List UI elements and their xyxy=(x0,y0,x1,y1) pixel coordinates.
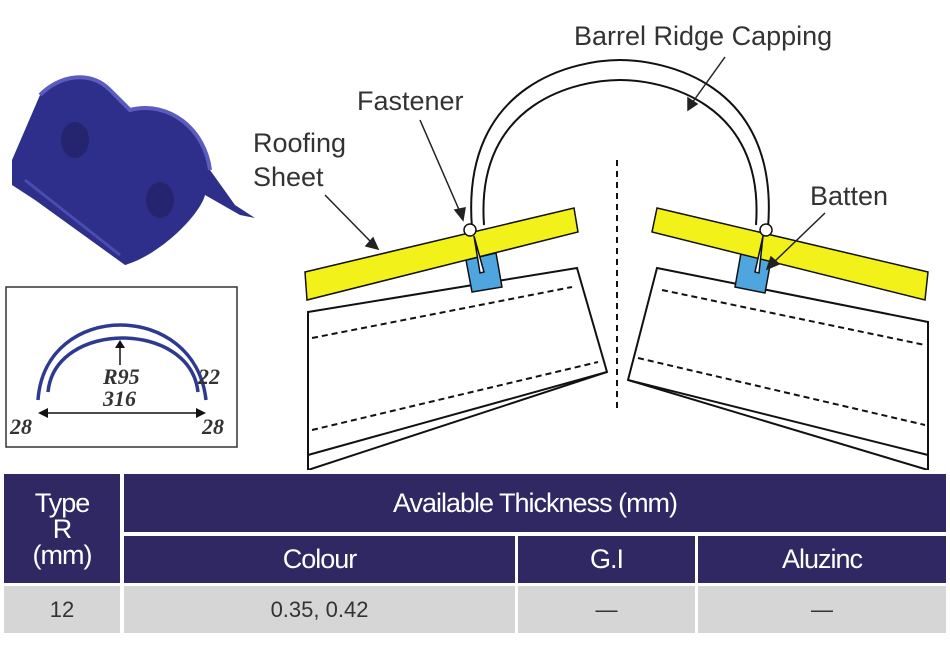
colour-cell: 0.35, 0.42 xyxy=(124,586,515,633)
type-header: Type R (mm) xyxy=(4,474,120,583)
gi-column-header: G.I xyxy=(518,536,695,583)
fastener-label: Fastener xyxy=(357,86,464,116)
type-cell: 12 xyxy=(4,586,120,633)
leader-arrows xyxy=(324,56,826,271)
type-header-line2: R xyxy=(52,513,72,544)
aluzinc-column-header: Aluzinc xyxy=(698,536,946,583)
aluzinc-cell: — xyxy=(698,586,946,633)
width-dimension: 316 xyxy=(102,386,136,411)
barrel-ridge-product-image xyxy=(12,75,255,266)
right-rafter xyxy=(626,266,929,470)
roofing-sheet-label-line2: Sheet xyxy=(253,162,324,192)
type-header-line3: (mm) xyxy=(32,539,93,570)
right-roofing-sheet xyxy=(651,207,929,301)
lip-height-dimension: 22 xyxy=(197,364,220,389)
type-header-line1: Type xyxy=(34,487,91,518)
batten-label: Batten xyxy=(810,181,888,211)
colour-column-header: Colour xyxy=(124,536,515,583)
available-thickness-header: Available Thickness (mm) xyxy=(124,474,946,532)
profile-drawing: R95 316 22 28 28 xyxy=(5,286,238,448)
right-flange-dimension: 28 xyxy=(201,414,224,439)
radius-dimension: R95 xyxy=(102,364,140,389)
left-fastener xyxy=(463,223,485,274)
barrel-ridge-capping xyxy=(470,58,770,229)
roof-ridge-diagram: R95 316 22 28 28 xyxy=(5,21,929,470)
right-fastener xyxy=(754,223,773,274)
gi-cell: — xyxy=(518,586,695,633)
left-flange-dimension: 28 xyxy=(9,414,32,439)
barrel-ridge-capping-label: Barrel Ridge Capping xyxy=(574,21,832,51)
roofing-sheet-label: Roofing xyxy=(253,128,346,158)
left-rafter xyxy=(307,266,609,470)
left-roofing-sheet xyxy=(304,207,579,301)
